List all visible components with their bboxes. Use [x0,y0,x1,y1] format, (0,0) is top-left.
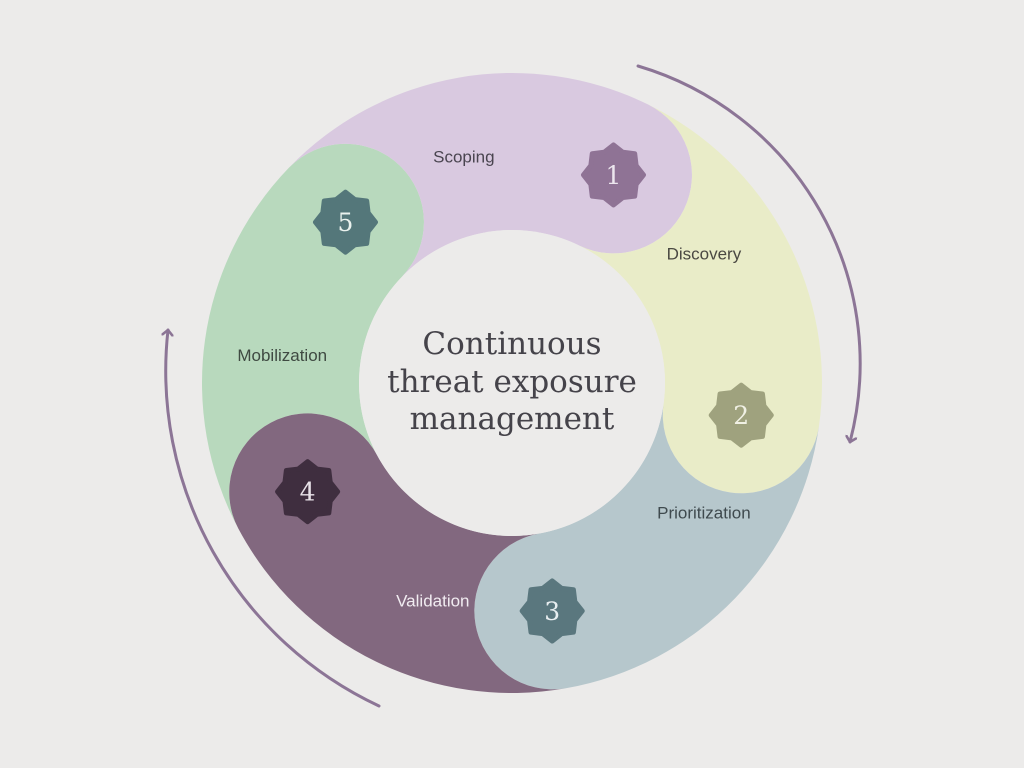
badge-star-shape [580,142,646,208]
center-title-line-3: management [410,401,615,437]
segment-scoping [289,72,692,277]
stage-number-3: 3 [544,597,560,626]
stage-badges: 1 2 3 4 5 [275,142,774,644]
center-title: Continuous threat exposure management [387,326,637,437]
stage-badge-4: 4 [275,459,341,525]
badge-star-shape [312,189,378,255]
stage-number-1: 1 [606,161,622,190]
stage-badge-5: 5 [312,189,378,255]
stage-label-prioritization: Prioritization [657,503,751,522]
center-hole [359,230,665,536]
clockwise-arrow-left [166,328,381,708]
badge-star-shape [519,578,585,644]
stage-badge-3: 3 [519,578,585,644]
stage-number-2: 2 [733,401,749,430]
stage-number-5: 5 [338,208,354,237]
center-title-line-2: threat exposure [387,364,637,400]
clockwise-arrow-right [636,64,862,444]
stage-number-4: 4 [300,478,316,507]
stage-badge-1: 1 [580,142,646,208]
stage-label-validation: Validation [396,592,469,611]
stage-label-discovery: Discovery [667,245,742,264]
stage-labels: ScopingDiscoveryPrioritizationValidation… [237,148,750,611]
stage-label-scoping: Scoping [433,148,494,167]
stage-label-mobilization: Mobilization [237,346,327,365]
center-title-line-1: Continuous [422,326,601,362]
stage-badge-2: 2 [708,382,774,448]
badge-star-shape [275,459,341,525]
badge-star-shape [708,382,774,448]
